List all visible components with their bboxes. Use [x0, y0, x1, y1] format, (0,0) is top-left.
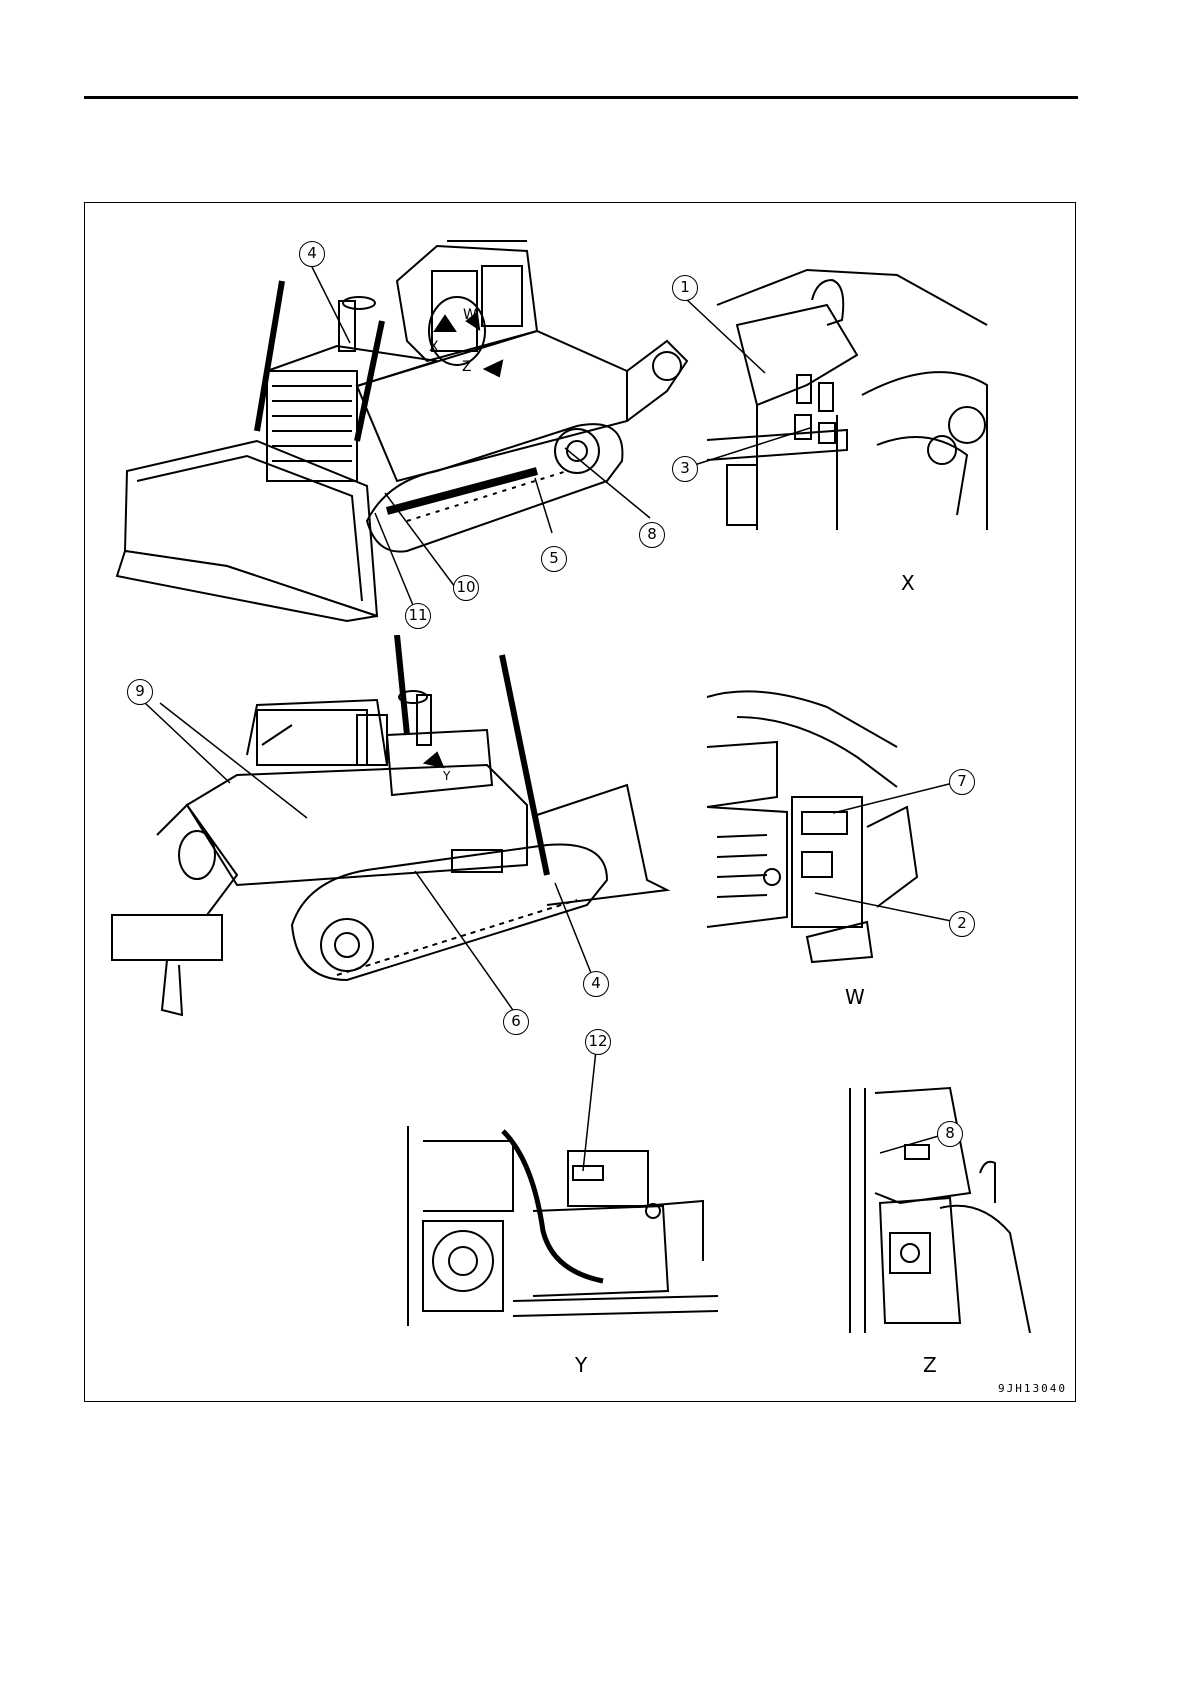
detail-view-y	[403, 1111, 723, 1331]
callout-2: 2	[949, 911, 975, 937]
callout-11: 11	[405, 603, 431, 629]
marker-y: Y	[443, 769, 450, 783]
view-label-z: Z	[923, 1353, 937, 1377]
callout-3: 3	[672, 456, 698, 482]
marker-z: Z	[462, 359, 472, 375]
detail-view-z	[830, 1083, 1050, 1333]
callout-7: 7	[949, 769, 975, 795]
dozer-rear-view: Y	[107, 635, 707, 1035]
header-rule	[84, 96, 1078, 99]
callout-5: 5	[541, 546, 567, 572]
detail-view-x	[697, 265, 997, 535]
callout-6: 6	[503, 1009, 529, 1035]
dozer-front-view: W X Z	[107, 221, 707, 641]
marker-x: X	[429, 339, 439, 355]
callout-12: 12	[585, 1029, 611, 1055]
figure-code: 9JH13040	[998, 1382, 1067, 1395]
detail-view-w	[697, 687, 947, 967]
callout-4-front: 4	[299, 241, 325, 267]
marker-w: W	[463, 307, 477, 323]
callout-8-front: 8	[639, 522, 665, 548]
view-label-w: W	[845, 985, 865, 1009]
figure-frame: W X Z	[84, 202, 1076, 1402]
callout-8-detail: 8	[937, 1121, 963, 1147]
callout-10: 10	[453, 575, 479, 601]
callout-4-rear: 4	[583, 971, 609, 997]
callout-1: 1	[672, 275, 698, 301]
callout-9: 9	[127, 679, 153, 705]
view-label-x: X	[901, 571, 915, 595]
view-label-y: Y	[575, 1353, 587, 1377]
